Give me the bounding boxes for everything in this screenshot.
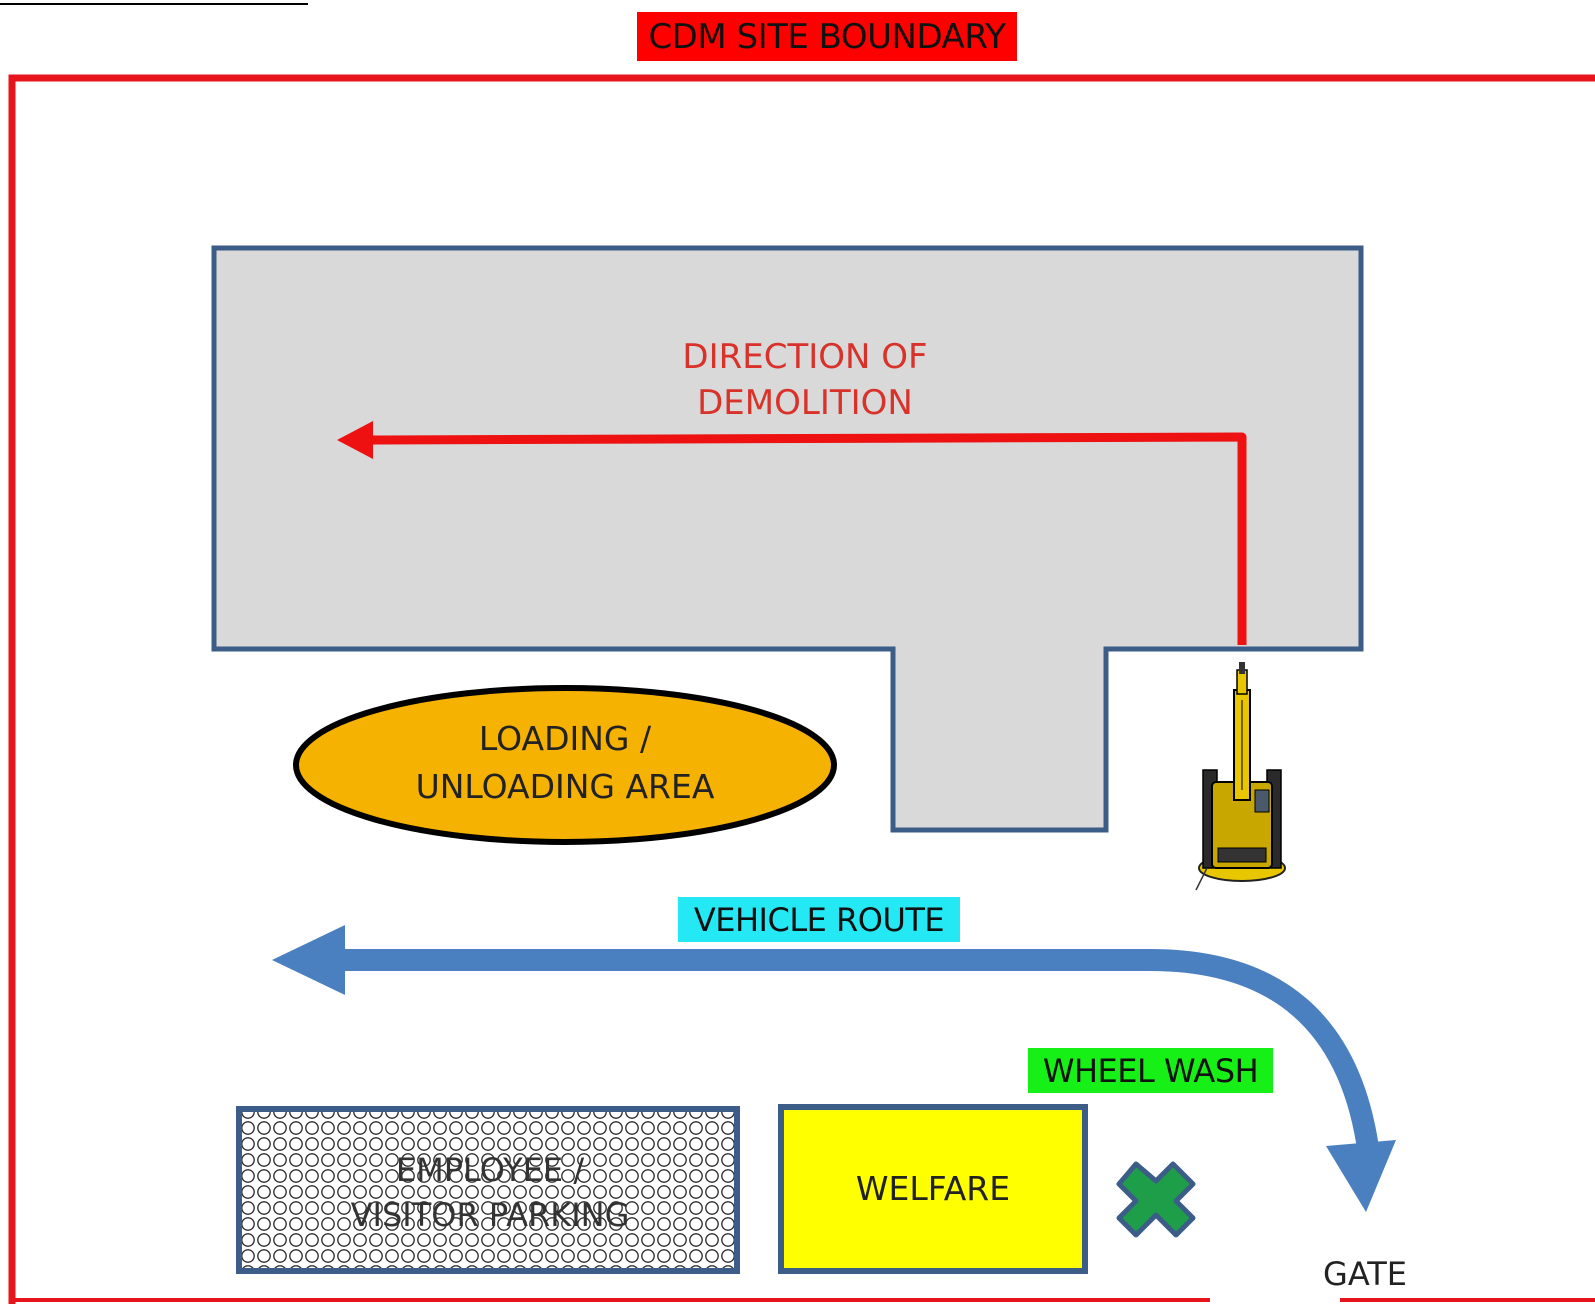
excavator-icon: [1195, 662, 1286, 891]
vehicle-route-arrow: [322, 949, 1379, 1150]
parking-area: [236, 1106, 740, 1274]
parking-label-line2: VISITOR PARKING: [350, 1196, 630, 1234]
boundary-label-text: CDM SITE BOUNDARY: [648, 16, 1006, 57]
gate-label: GATE: [1300, 1252, 1430, 1296]
loading-label-line2: UNLOADING AREA: [415, 767, 715, 806]
vehicle-route-label-text: VEHICLE ROUTE: [693, 900, 945, 939]
vehicle-route-label: VEHICLE ROUTE: [678, 897, 960, 942]
wheel-wash-label-text: WHEEL WASH: [1042, 1051, 1259, 1090]
parking-label-line1: EMPLOYEE /: [395, 1151, 585, 1189]
demolition-arrow-head: [337, 421, 373, 459]
welfare-label: WELFARE: [781, 1164, 1085, 1212]
demolition-label-line2: DEMOLITION: [697, 383, 913, 423]
welfare-area: [778, 1104, 1088, 1274]
building-footprint: [211, 245, 1364, 833]
demolition-label-line1: DIRECTION OF: [682, 337, 928, 377]
boundary-label: CDM SITE BOUNDARY: [637, 12, 1017, 61]
loading-area: [293, 685, 837, 845]
demolition-arrow: [369, 432, 1247, 645]
wheel-wash-label: WHEEL WASH: [1028, 1048, 1273, 1093]
loading-label: LOADING / UNLOADING AREA: [380, 715, 750, 811]
parking-label: EMPLOYEE / VISITOR PARKING: [270, 1148, 710, 1238]
welfare-label-text: WELFARE: [855, 1168, 1011, 1208]
site-boundary: [8, 74, 1595, 1304]
vehicle-route-arrow-head: [272, 925, 345, 995]
wheel-wash-cross-icon: [1116, 1161, 1196, 1238]
loading-label-line1: LOADING /: [478, 719, 652, 758]
vehicle-route-arrow-tip: [1326, 1140, 1396, 1212]
gate-label-text: GATE: [1323, 1255, 1407, 1293]
demolition-label: DIRECTION OF DEMOLITION: [620, 335, 990, 425]
